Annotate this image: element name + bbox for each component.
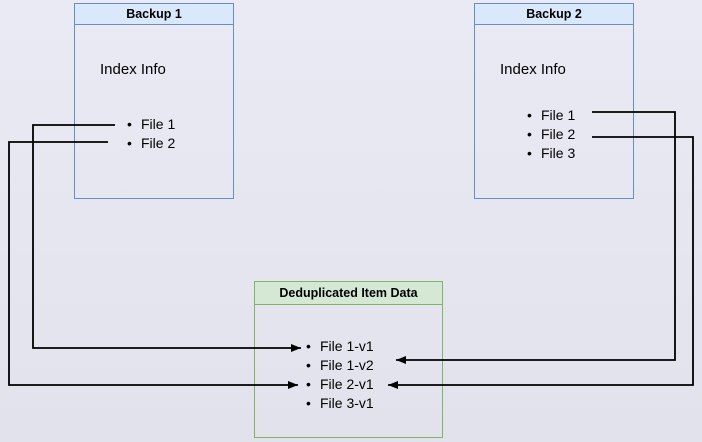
dedup-file-list: File 1-v1 File 1-v2 File 2-v1 File 3-v1 bbox=[306, 337, 374, 413]
file-item: File 1 bbox=[127, 115, 175, 134]
backup1-box: Backup 1 Index Info File 1 File 2 bbox=[74, 3, 234, 199]
backup1-index-info-label: Index Info bbox=[100, 61, 166, 78]
file-item: File 3-v1 bbox=[306, 394, 374, 413]
file-item: File 1-v2 bbox=[306, 356, 374, 375]
backup1-file-list: File 1 File 2 bbox=[127, 115, 175, 153]
backup2-box: Backup 2 Index Info File 1 File 2 File 3 bbox=[474, 3, 634, 199]
backup2-header: Backup 2 bbox=[475, 4, 633, 25]
file-item: File 2 bbox=[127, 134, 175, 153]
backup2-title: Backup 2 bbox=[526, 7, 582, 21]
file-item: File 3 bbox=[527, 144, 575, 163]
dedup-title: Deduplicated Item Data bbox=[279, 286, 418, 300]
backup1-title: Backup 1 bbox=[126, 7, 182, 21]
file-item: File 1-v1 bbox=[306, 337, 374, 356]
file-item: File 2-v1 bbox=[306, 375, 374, 394]
file-item: File 2 bbox=[527, 125, 575, 144]
dedup-header: Deduplicated Item Data bbox=[255, 282, 442, 305]
file-item: File 1 bbox=[527, 106, 575, 125]
backup2-index-info-label: Index Info bbox=[500, 61, 566, 78]
backup2-file-list: File 1 File 2 File 3 bbox=[527, 106, 575, 163]
dedup-box: Deduplicated Item Data File 1-v1 File 1-… bbox=[254, 281, 443, 438]
backup1-header: Backup 1 bbox=[75, 4, 233, 25]
